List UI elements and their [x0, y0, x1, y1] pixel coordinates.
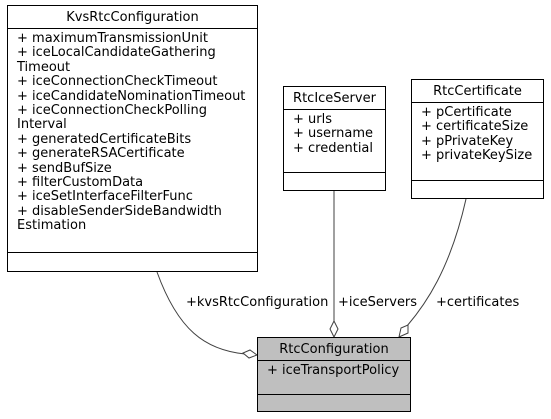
class-name: RtcIceServer [284, 87, 385, 110]
edge-cert-to-rtc [406, 198, 467, 327]
attribute: Estimation [17, 218, 87, 234]
attribute: + sendBufSize [17, 160, 112, 176]
attribute: + generatedCertificateBits [17, 131, 192, 147]
class-kvs-rtc-configuration: KvsRtcConfiguration + maximumTransmissio… [7, 5, 258, 272]
attribute: + maximumTransmissionUnit [17, 31, 208, 46]
class-attributes: + urls + username + credential [284, 110, 385, 173]
class-name: KvsRtcConfiguration [8, 6, 257, 29]
class-name: RtcCertificate [412, 80, 543, 103]
attribute: + privateKeySize [421, 148, 533, 164]
edge-kvs-to-rtc [156, 271, 246, 355]
attribute: + disableSenderSideBandwidth [17, 203, 222, 219]
attribute: + iceSetInterfaceFilterFunc [17, 189, 193, 205]
attribute: + iceLocalCandidateGathering [17, 45, 216, 61]
aggregation-diamond-kvs [242, 349, 259, 359]
aggregation-diamond-cert [398, 324, 409, 338]
attribute: + iceCandidateNominationTimeout [17, 88, 246, 104]
attribute: + pPrivateKey [421, 133, 514, 149]
attribute: + filterCustomData [17, 175, 144, 191]
attribute: + username [293, 126, 374, 142]
aggregation-diamond-ice [329, 319, 339, 339]
attribute: + certificateSize [421, 119, 529, 135]
attribute: + iceConnectionCheckTimeout [17, 74, 218, 90]
edge-label-kvs: +kvsRtcConfiguration [186, 295, 329, 310]
edge-label-cert: +certificates [436, 295, 520, 310]
attribute: + urls [293, 112, 332, 127]
attribute: + generateRSACertificate [17, 146, 185, 162]
class-attributes: + pCertificate + certificateSize + pPriv… [412, 103, 543, 181]
attribute: + iceTransportPolicy [267, 363, 400, 378]
class-rtc-configuration: RtcConfiguration + iceTransportPolicy [257, 337, 411, 412]
class-name: RtcConfiguration [258, 338, 410, 361]
edge-label-ice: +iceServers [338, 295, 418, 310]
attribute: Timeout [17, 59, 71, 75]
attribute: + pCertificate [421, 105, 512, 120]
class-rtc-certificate: RtcCertificate + pCertificate + certific… [411, 79, 544, 199]
attribute: Interval [17, 117, 67, 133]
class-rtc-ice-server: RtcIceServer + urls + username + credent… [283, 86, 386, 191]
attribute: + credential [293, 140, 374, 156]
attribute: + iceConnectionCheckPolling [17, 103, 207, 119]
class-attributes: + iceTransportPolicy [258, 361, 410, 395]
class-attributes: + maximumTransmissionUnit + iceLocalCand… [8, 29, 257, 253]
